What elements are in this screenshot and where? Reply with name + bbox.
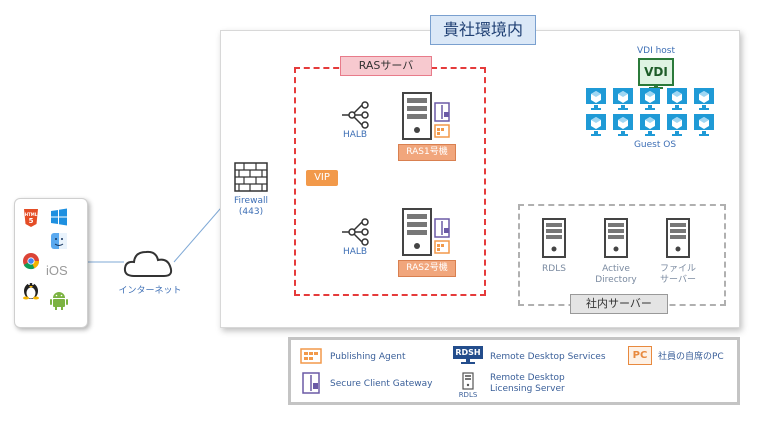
internal-server-group-title: 社内サーバー [570, 294, 668, 314]
svg-text:5: 5 [29, 217, 34, 225]
file-server-label-line2: サーバー [660, 275, 696, 285]
rdls-label: RDLS [542, 264, 566, 274]
vdi-host-label: VDI host [636, 46, 676, 56]
rdsh-badge: RDSH [453, 346, 483, 359]
halb-top-label: HALB [342, 130, 368, 140]
legend-secure-client-gateway: Secure Client Gateway [330, 379, 433, 389]
vip-badge: VIP [306, 170, 338, 186]
internet-label: インターネット [118, 286, 182, 296]
monitor-stand-icon [461, 359, 475, 364]
guest-os-label: Guest OS [633, 140, 677, 150]
ad-label-line2: Directory [595, 275, 637, 285]
publishing-agent-icon [434, 124, 450, 138]
server-icon [542, 218, 566, 258]
html5-icon: HTML 5 [24, 209, 38, 227]
load-balancer-icon [342, 218, 369, 246]
legend-rd-licensing-line1: Remote Desktop [490, 373, 565, 383]
ras1-label: RAS1号機 [398, 144, 456, 161]
firewall-port: (443) [238, 207, 264, 217]
server-icon [402, 208, 432, 256]
file-server-label-line1: ファイル [659, 264, 696, 274]
gateway-icon [434, 218, 450, 238]
server-icon [402, 92, 432, 140]
svg-text:HTML: HTML [25, 212, 38, 217]
vdi-guest-grid [586, 88, 714, 136]
ad-label-line1: Active [602, 264, 630, 274]
chrome-icon [23, 253, 39, 270]
android-icon [50, 292, 68, 310]
legend [288, 337, 740, 405]
server-icon [604, 218, 628, 258]
finder-icon [51, 233, 67, 249]
publishing-agent-icon [300, 348, 322, 364]
environment-title: 貴社環境内 [430, 15, 536, 45]
linux-icon [23, 283, 39, 300]
publishing-agent-icon [434, 240, 450, 254]
gateway-icon [434, 102, 450, 122]
vdi-host-badge: VDI [638, 58, 674, 86]
server-icon [666, 218, 690, 258]
load-balancer-icon [342, 101, 369, 129]
ios-label: iOS [46, 263, 68, 278]
pc-badge: PC [628, 346, 652, 365]
legend-rdls-caption: RDLS [458, 391, 478, 399]
ras-server-group-title: RASサーバ [340, 56, 432, 76]
firewall-label: Firewall [234, 196, 268, 206]
server-icon [462, 372, 474, 390]
cloud-icon [123, 250, 173, 277]
ras2-label: RAS2号機 [398, 260, 456, 277]
legend-rd-licensing-line2: Licensing Server [490, 384, 565, 394]
legend-remote-desktop-services: Remote Desktop Services [490, 352, 606, 362]
legend-publishing-agent: Publishing Agent [330, 352, 406, 362]
halb-bottom-label: HALB [342, 247, 368, 257]
windows-icon [51, 208, 67, 226]
gateway-icon [302, 372, 320, 394]
firewall-icon [234, 162, 268, 192]
legend-employee-pc: 社員の自席のPC [658, 352, 724, 362]
